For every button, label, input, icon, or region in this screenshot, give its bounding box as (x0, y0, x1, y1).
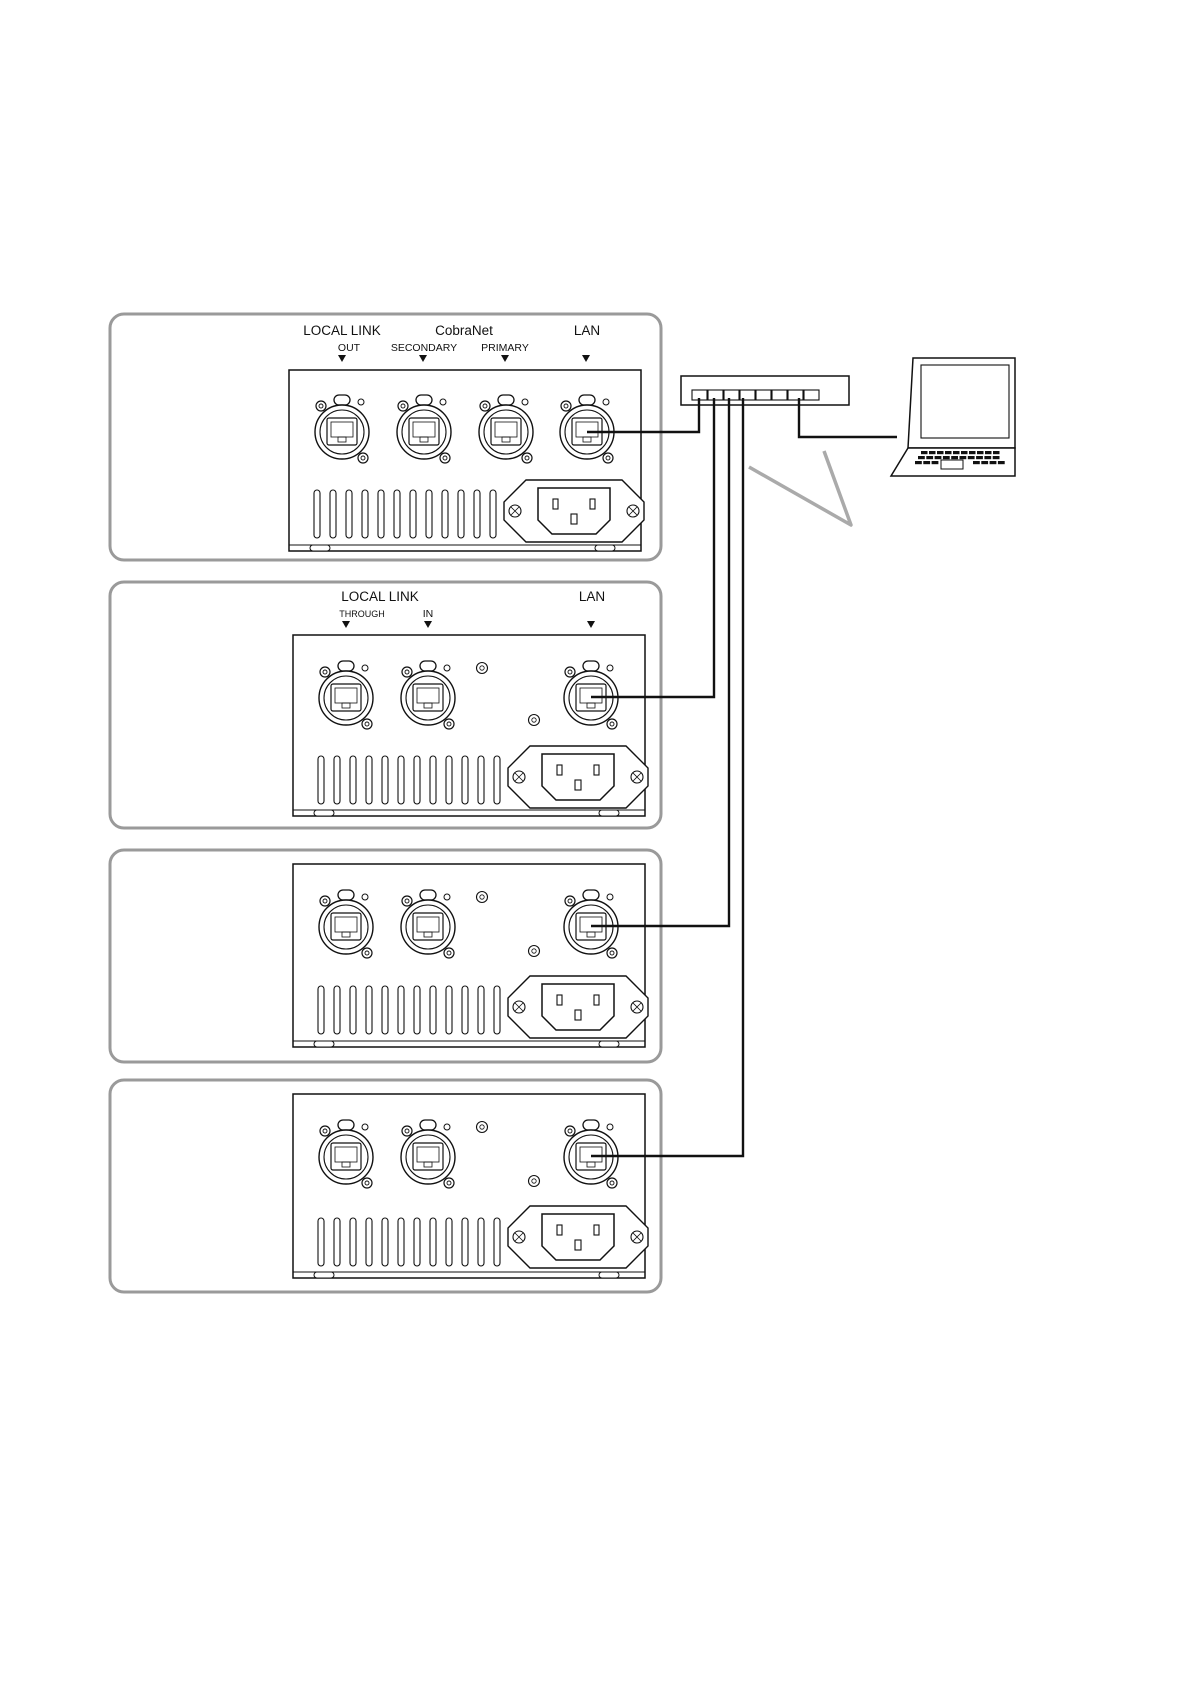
laptop-key (990, 461, 997, 464)
unit-2-rear-panel (293, 635, 648, 816)
laptop-key (961, 451, 968, 454)
laptop-key (976, 456, 983, 459)
laptop-key (929, 451, 936, 454)
laptop-key (918, 456, 925, 459)
unit-1-local-link-label: LOCAL LINK (303, 323, 381, 338)
unit-2-lan-label: LAN (579, 589, 605, 604)
laptop-key (993, 451, 1000, 454)
laptop-key (943, 456, 950, 459)
unit-1-primary-arrow (501, 355, 509, 362)
laptop-key (993, 456, 1000, 459)
laptop-key (973, 461, 980, 464)
laptop-key (960, 456, 967, 459)
unit-4 (110, 1080, 661, 1292)
unit-2-ac-inlet (508, 746, 648, 808)
laptop-key (968, 456, 975, 459)
laptop-touchpad (941, 460, 963, 469)
unit-1-out-arrow (338, 355, 346, 362)
unit-2-local-link-label: LOCAL LINK (341, 589, 419, 604)
unit-2-panel-screw (477, 663, 488, 674)
laptop-screen (921, 365, 1009, 438)
unit-1-lan-label: LAN (574, 323, 600, 338)
laptop-key (932, 461, 939, 464)
unit-1-cobranet-label: CobraNet (435, 323, 493, 338)
unit-1-secondary-arrow (419, 355, 427, 362)
network-switch (681, 376, 849, 405)
laptop-keyboard (922, 429, 1000, 432)
unit-3 (110, 850, 661, 1062)
laptop-key (921, 451, 928, 454)
laptop-key (951, 456, 958, 459)
unit-2-in-arrow (424, 621, 432, 628)
laptop-computer (891, 358, 1015, 476)
laptop-key (953, 451, 960, 454)
unit-1-out-label: OUT (338, 342, 361, 354)
unit-1-lan-arrow (582, 355, 590, 362)
laptop-key (977, 451, 984, 454)
unit-2-through-arrow (342, 621, 350, 628)
unit-1-primary-label: PRIMARY (481, 342, 529, 354)
laptop-key (915, 461, 922, 464)
laptop-key (998, 461, 1005, 464)
laptop-key (981, 461, 988, 464)
unit-2-through-label: THROUGH (339, 609, 385, 619)
unit-1-secondary-label: SECONDARY (391, 342, 457, 354)
laptop-key (945, 451, 952, 454)
unit-1-ac-inlet (504, 480, 644, 542)
unit-1: LOCAL LINK CobraNet LAN OUT SECONDARY PR… (110, 314, 661, 560)
unit-1-rear-panel (289, 370, 644, 551)
laptop-key (935, 456, 942, 459)
unit-2-in-label: IN (423, 608, 434, 620)
unit-4-ac-inlet (508, 1206, 648, 1268)
laptop-key (926, 456, 933, 459)
unit-2-lan-arrow (587, 621, 595, 628)
unit-4-panel-screw (529, 1176, 540, 1187)
unit-4-panel-screw (477, 1122, 488, 1133)
unit-3-panel-screw (477, 892, 488, 903)
unit-3-rear-panel (293, 864, 648, 1047)
laptop-key (923, 461, 930, 464)
unit-3-ac-inlet (508, 976, 648, 1038)
laptop-key (985, 451, 992, 454)
laptop-key (984, 456, 991, 459)
callout-wedge (749, 451, 851, 525)
unit-2: LOCAL LINK LAN THROUGH IN (110, 582, 661, 828)
unit-4-rear-panel (293, 1094, 648, 1278)
laptop-key (969, 451, 976, 454)
laptop-key (937, 451, 944, 454)
unit-2-panel-screw (529, 715, 540, 726)
unit-3-panel-screw (529, 946, 540, 957)
